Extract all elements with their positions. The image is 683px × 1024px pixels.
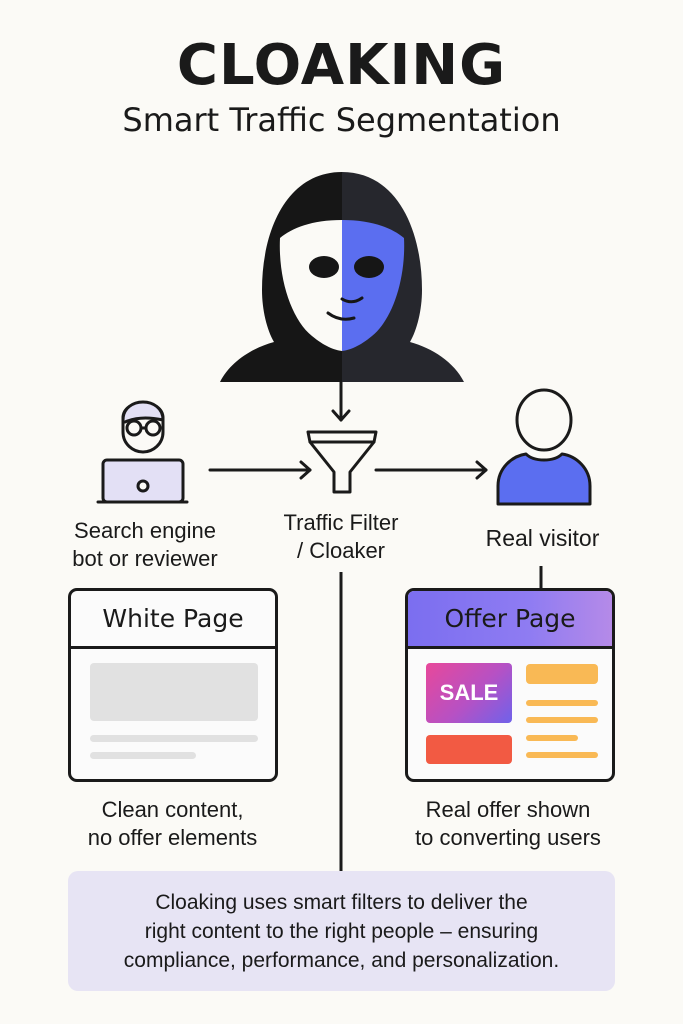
arrow-filter-to-visitor [374, 460, 488, 480]
offer-caption-line1: Real offer shown [425, 797, 591, 822]
placeholder-line [90, 735, 258, 742]
search-bot-reviewer-icon [96, 400, 189, 504]
white-caption-line1: Clean content, [101, 797, 244, 822]
hooded-masked-figure-icon [220, 172, 464, 382]
white-page-card: White Page [68, 588, 278, 782]
summary-line2: right content to the right people – ensu… [144, 919, 539, 943]
funnel-filter-icon [306, 430, 378, 494]
arrow-figure-to-filter [331, 378, 351, 422]
summary-box: Cloaking uses smart filters to deliver t… [68, 871, 615, 991]
page-subtitle: Smart Traffic Segmentation [122, 101, 561, 139]
placeholder-line-short [90, 752, 196, 759]
offer-caption-line2: to converting users [415, 825, 601, 850]
white-page-body [71, 649, 275, 779]
white-caption-line2: no offer elements [87, 825, 258, 850]
offer-page-card: Offer Page SALE [405, 588, 615, 782]
sale-badge: SALE [426, 663, 512, 723]
bot-label-line2: bot or reviewer [72, 546, 218, 571]
white-page-title: White Page [71, 591, 275, 649]
summary-line3: compliance, performance, and personaliza… [123, 948, 560, 972]
summary-line1: Cloaking uses smart filters to deliver t… [155, 890, 528, 914]
white-page-caption: Clean content, no offer elements [40, 796, 305, 852]
offer-heading-block [526, 664, 598, 684]
offer-line [526, 700, 598, 706]
offer-line [526, 752, 598, 758]
real-visitor-icon [496, 388, 592, 506]
filter-label: Traffic Filter / Cloaker [241, 509, 441, 565]
filter-label-line1: Traffic Filter [283, 510, 399, 535]
arrow-bot-to-filter [208, 460, 312, 480]
cta-button-block [426, 735, 512, 764]
bot-label: Search engine bot or reviewer [40, 517, 250, 573]
offer-line [526, 717, 598, 723]
offer-line-short [526, 735, 578, 741]
visitor-label: Real visitor [485, 525, 600, 551]
offer-page-title: Offer Page [408, 591, 612, 649]
offer-page-caption: Real offer shown to converting users [378, 796, 638, 852]
page-title: CLOAKING [176, 33, 507, 98]
placeholder-block [90, 663, 258, 721]
filter-label-line2: / Cloaker [296, 538, 386, 563]
offer-page-body: SALE [408, 649, 612, 779]
bot-label-line1: Search engine [74, 518, 216, 543]
